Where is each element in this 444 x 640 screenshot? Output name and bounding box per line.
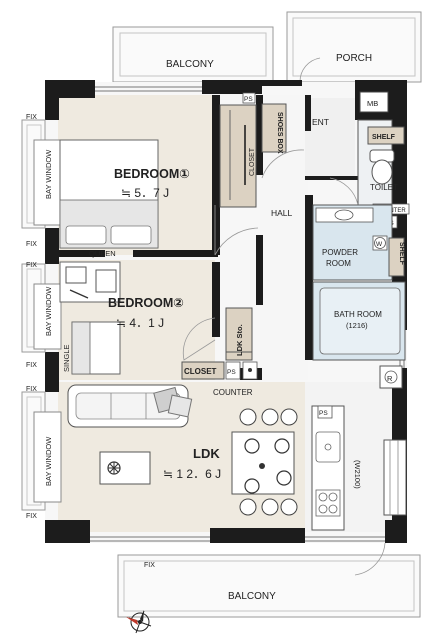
entrance-label: ENT xyxy=(312,117,329,127)
kitchen: PS (W2100) R xyxy=(311,365,407,531)
fix-label-2: FIX xyxy=(26,241,37,248)
counter-label-ldk: COUNTER xyxy=(213,388,253,397)
toilet-door-swing xyxy=(329,177,359,206)
fix-label-bottom: FIX xyxy=(144,562,155,569)
kitchen-width-label: (W2100) xyxy=(353,460,362,489)
closet-1: CLOSET PS xyxy=(219,92,257,208)
bedroom1-door-swing xyxy=(214,205,259,256)
bedroom2-size: ≒ 4．1 J xyxy=(116,316,164,330)
balcony-top-label: BALCONY xyxy=(166,59,214,70)
powder-room-label-2: ROOM xyxy=(326,259,351,268)
bay-window-2-label: BAY WINDOW xyxy=(44,286,53,336)
balcony-door-swing xyxy=(354,542,386,576)
bay-window-3: BAY WINDOW FIX FIX xyxy=(21,386,62,520)
meter-box: MB xyxy=(359,91,389,113)
powder-room: POWDER ROOM W SHELF xyxy=(312,204,405,281)
closet-2-label: CLOSET xyxy=(184,367,217,376)
ps-label-kitchen: PS xyxy=(319,410,328,417)
ldk-storage-label: LDK Sto. xyxy=(235,324,244,356)
bedroom2-name: BEDROOM② xyxy=(108,296,184,310)
compass-icon xyxy=(126,610,152,634)
fix-label-1: FIX xyxy=(26,114,37,121)
closet-2: CLOSET PS xyxy=(181,361,258,380)
sofa xyxy=(67,384,193,428)
queen-bed-label: QUEEN xyxy=(89,249,116,258)
bedroom2-furniture: SINGLE xyxy=(59,261,121,375)
top-balcony: BALCONY xyxy=(112,26,274,83)
toilet-shelf-label: SHELF xyxy=(372,134,396,141)
single-bed-label: SINGLE xyxy=(62,344,71,372)
ps-label-closet: PS xyxy=(227,369,236,376)
powder-shelf-label: SHELF xyxy=(398,242,405,266)
bay-window-1: BAY WINDOW FIX FIX xyxy=(21,114,62,248)
bedroom1-name: BEDROOM① xyxy=(114,167,190,181)
ldk-name: LDK xyxy=(193,446,220,461)
bath-room: BATH ROOM (1216) xyxy=(312,281,406,361)
ps-label-top: PS xyxy=(244,96,253,103)
windows xyxy=(90,86,405,542)
porch-area: PORCH xyxy=(286,11,422,83)
bath-size-label: (1216) xyxy=(346,321,368,330)
bedroom1-furniture: QUEEN xyxy=(59,139,159,258)
bay-window-2: BAY WINDOW FIX FIX xyxy=(21,262,62,369)
powder-room-label-1: POWDER xyxy=(322,248,358,257)
entrance-door-swing xyxy=(261,149,305,179)
bottom-balcony: BALCONY FIX xyxy=(117,554,421,618)
fix-label-3: FIX xyxy=(26,262,37,269)
bath-room-label: BATH ROOM xyxy=(334,310,382,319)
balcony-bottom-label: BALCONY xyxy=(228,591,276,602)
toilet-label: TOILET xyxy=(370,183,398,192)
ldk-size: ≒ 1 2．6 J xyxy=(163,467,221,481)
closet-1-label: CLOSET xyxy=(249,147,256,176)
entrance-floor xyxy=(305,98,355,178)
bay-window-1-label: BAY WINDOW xyxy=(44,149,53,199)
hall-label: HALL xyxy=(271,208,293,218)
refrigerator-label: R xyxy=(387,374,393,383)
fix-label-5: FIX xyxy=(26,386,37,393)
fix-label-6: FIX xyxy=(26,513,37,520)
bedroom2-door-swing xyxy=(182,317,216,361)
dining-set xyxy=(231,408,298,516)
porch-label: PORCH xyxy=(336,53,372,64)
washer-label: W xyxy=(376,241,383,248)
mb-label: MB xyxy=(367,99,378,108)
fix-label-4: FIX xyxy=(26,362,37,369)
shoes-box: SHOES BOX xyxy=(261,103,287,154)
coffee-table xyxy=(99,451,151,485)
bay-window-3-label: BAY WINDOW xyxy=(44,436,53,486)
shoes-box-label: SHOES BOX xyxy=(276,112,283,154)
ldk-storage: LDK Sto. xyxy=(225,307,253,361)
bedroom1-size: ≒ 5．7 J xyxy=(121,186,169,200)
